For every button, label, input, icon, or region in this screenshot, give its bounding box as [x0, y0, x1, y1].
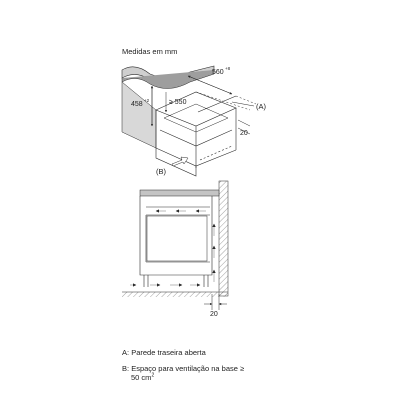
gap-dimension-lines [204, 294, 227, 310]
min-height-dimension: ≥ 550 [169, 99, 187, 106]
cabinet-frame [155, 91, 237, 177]
airflow-arrow-inlet [171, 156, 189, 167]
wall-section [218, 180, 229, 297]
legend-text-a: Parede traseira aberta [131, 348, 206, 357]
section-view: 20 [122, 180, 229, 318]
legend-item-b: B: Espaço para ventilação na base ≥ 50 c… [122, 364, 244, 382]
legend-item-a: A: Parede traseira aberta [122, 348, 206, 357]
floor-section [122, 292, 228, 297]
callout-b: (B) [156, 167, 167, 176]
airflow-arrows [130, 209, 216, 287]
legend-area-value: 50 cm [131, 373, 152, 382]
legend-key-b: B: [122, 364, 130, 373]
legend-text-b: Espaço para ventilação na base ≥ [131, 364, 245, 373]
isometric-view: Medidas em mm [121, 47, 267, 177]
height-tolerance: +2 [144, 98, 150, 103]
legend-text-b-continued: 50 cm2 [122, 373, 244, 382]
gap-dimension-bottom: 20 [210, 311, 218, 318]
section-cabinet [139, 196, 213, 287]
gap-dimension-top: 20 [240, 130, 248, 137]
depth-dimension: 560 [212, 69, 224, 76]
dimension-lines [150, 75, 257, 135]
oven-appliance [146, 215, 208, 262]
callout-a-leader [231, 101, 255, 107]
callout-a: (A) [256, 102, 267, 111]
legend-key-a: A: [122, 348, 130, 357]
units-title: Medidas em mm [122, 47, 177, 56]
oven-niche [163, 103, 229, 133]
section-countertop [139, 189, 220, 197]
cabinet-side-wall [121, 81, 157, 149]
height-dimension: 458 [131, 101, 143, 108]
depth-tolerance: +8 [225, 66, 231, 71]
legend-area-exponent: 2 [151, 372, 155, 379]
